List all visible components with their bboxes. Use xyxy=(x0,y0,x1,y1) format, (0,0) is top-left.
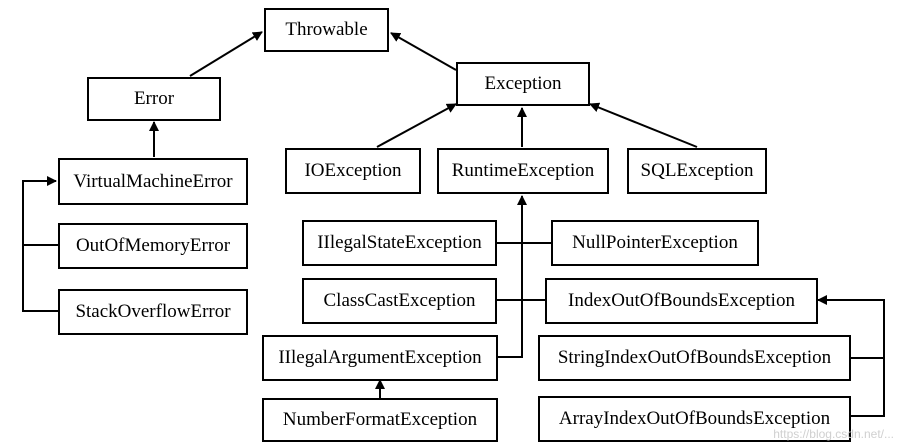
watermark: https://blog.csdn.net/... xyxy=(773,427,894,441)
edge-trunk-runtime xyxy=(498,195,527,358)
node-array-index-out-of-bounds-exception: ArrayIndexOutOfBoundsException xyxy=(538,396,851,442)
node-exception: Exception xyxy=(456,62,590,106)
edge-sql-exception xyxy=(589,102,698,148)
node-io-exception: IOException xyxy=(285,148,421,194)
node-error: Error xyxy=(87,77,221,121)
node-null-pointer-exception: NullPointerException xyxy=(551,220,759,266)
node-number-format-exception: NumberFormatException xyxy=(262,398,498,442)
node-class-cast-exception: ClassCastException xyxy=(302,278,497,324)
node-illegal-state-exception: IIlegalStateException xyxy=(302,220,497,266)
node-throwable: Throwable xyxy=(264,8,389,52)
node-string-index-out-of-bounds-exception: StringIndexOutOfBoundsException xyxy=(538,335,851,381)
edge-arrayindex-ioob xyxy=(817,295,885,417)
node-out-of-memory-error: OutOfMemoryError xyxy=(58,223,248,269)
node-runtime-exception: RuntimeException xyxy=(437,148,609,194)
node-index-out-of-bounds-exception: IndexOutOfBoundsException xyxy=(545,278,818,324)
edge-ioexception-exception xyxy=(376,103,457,148)
node-sql-exception: SQLException xyxy=(627,148,767,194)
edge-soe-vmerror xyxy=(22,176,58,312)
edge-exception-throwable xyxy=(390,32,457,71)
node-virtual-machine-error: VirtualMachineError xyxy=(58,158,248,205)
node-illegal-argument-exception: IIlegalArgumentException xyxy=(262,335,498,381)
node-stack-overflow-error: StackOverflowError xyxy=(58,289,248,335)
edge-error-throwable xyxy=(189,31,263,77)
